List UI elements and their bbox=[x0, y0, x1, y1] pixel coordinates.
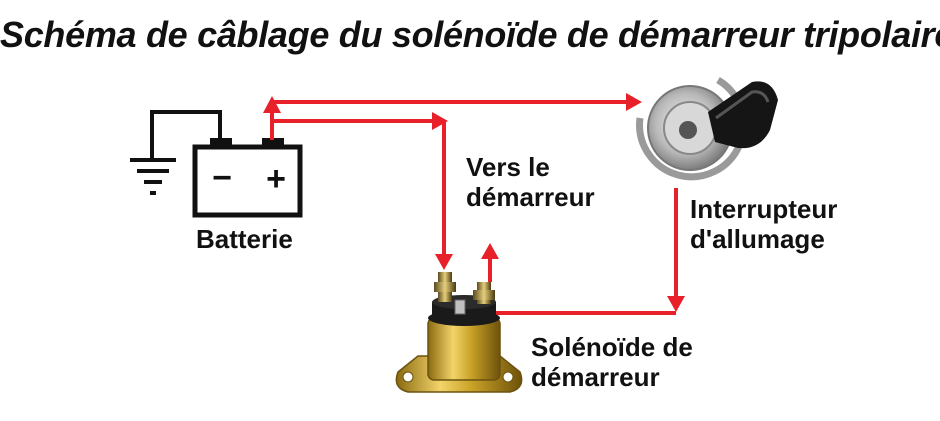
to-starter-label-line1: Vers le bbox=[466, 152, 550, 182]
arrow-up-starter bbox=[481, 243, 499, 259]
battery-label: Batterie bbox=[196, 224, 293, 254]
solenoid-label: Solénoïde de démarreur bbox=[531, 332, 693, 392]
ignition-switch-label-line1: Interrupteur bbox=[690, 194, 838, 224]
to-starter-label-line2: démarreur bbox=[466, 182, 595, 212]
arrow-right-branch bbox=[432, 112, 448, 130]
ignition-switch-icon bbox=[636, 76, 778, 181]
solenoid-label-line2: démarreur bbox=[531, 362, 660, 392]
arrow-battery-up bbox=[263, 96, 281, 113]
battery-positive-symbol: + bbox=[266, 160, 286, 198]
battery-icon: − + bbox=[192, 138, 303, 218]
solenoid-icon bbox=[395, 272, 523, 393]
battery-negative-symbol: − bbox=[212, 159, 232, 197]
arrow-down-solenoid bbox=[435, 254, 453, 270]
to-starter-label: Vers le démarreur bbox=[466, 152, 595, 212]
diagram-title: Schéma de câblage du solénoïde de démarr… bbox=[0, 14, 940, 55]
arrowheads bbox=[263, 93, 685, 322]
arrow-to-ignition bbox=[626, 93, 642, 111]
ground-icon bbox=[130, 110, 222, 195]
ignition-switch-label: Interrupteur d'allumage bbox=[690, 194, 837, 254]
arrow-down-ignition bbox=[667, 296, 685, 312]
ignition-switch-label-line2: d'allumage bbox=[690, 224, 825, 254]
solenoid-label-line1: Solénoïde de bbox=[531, 332, 693, 362]
